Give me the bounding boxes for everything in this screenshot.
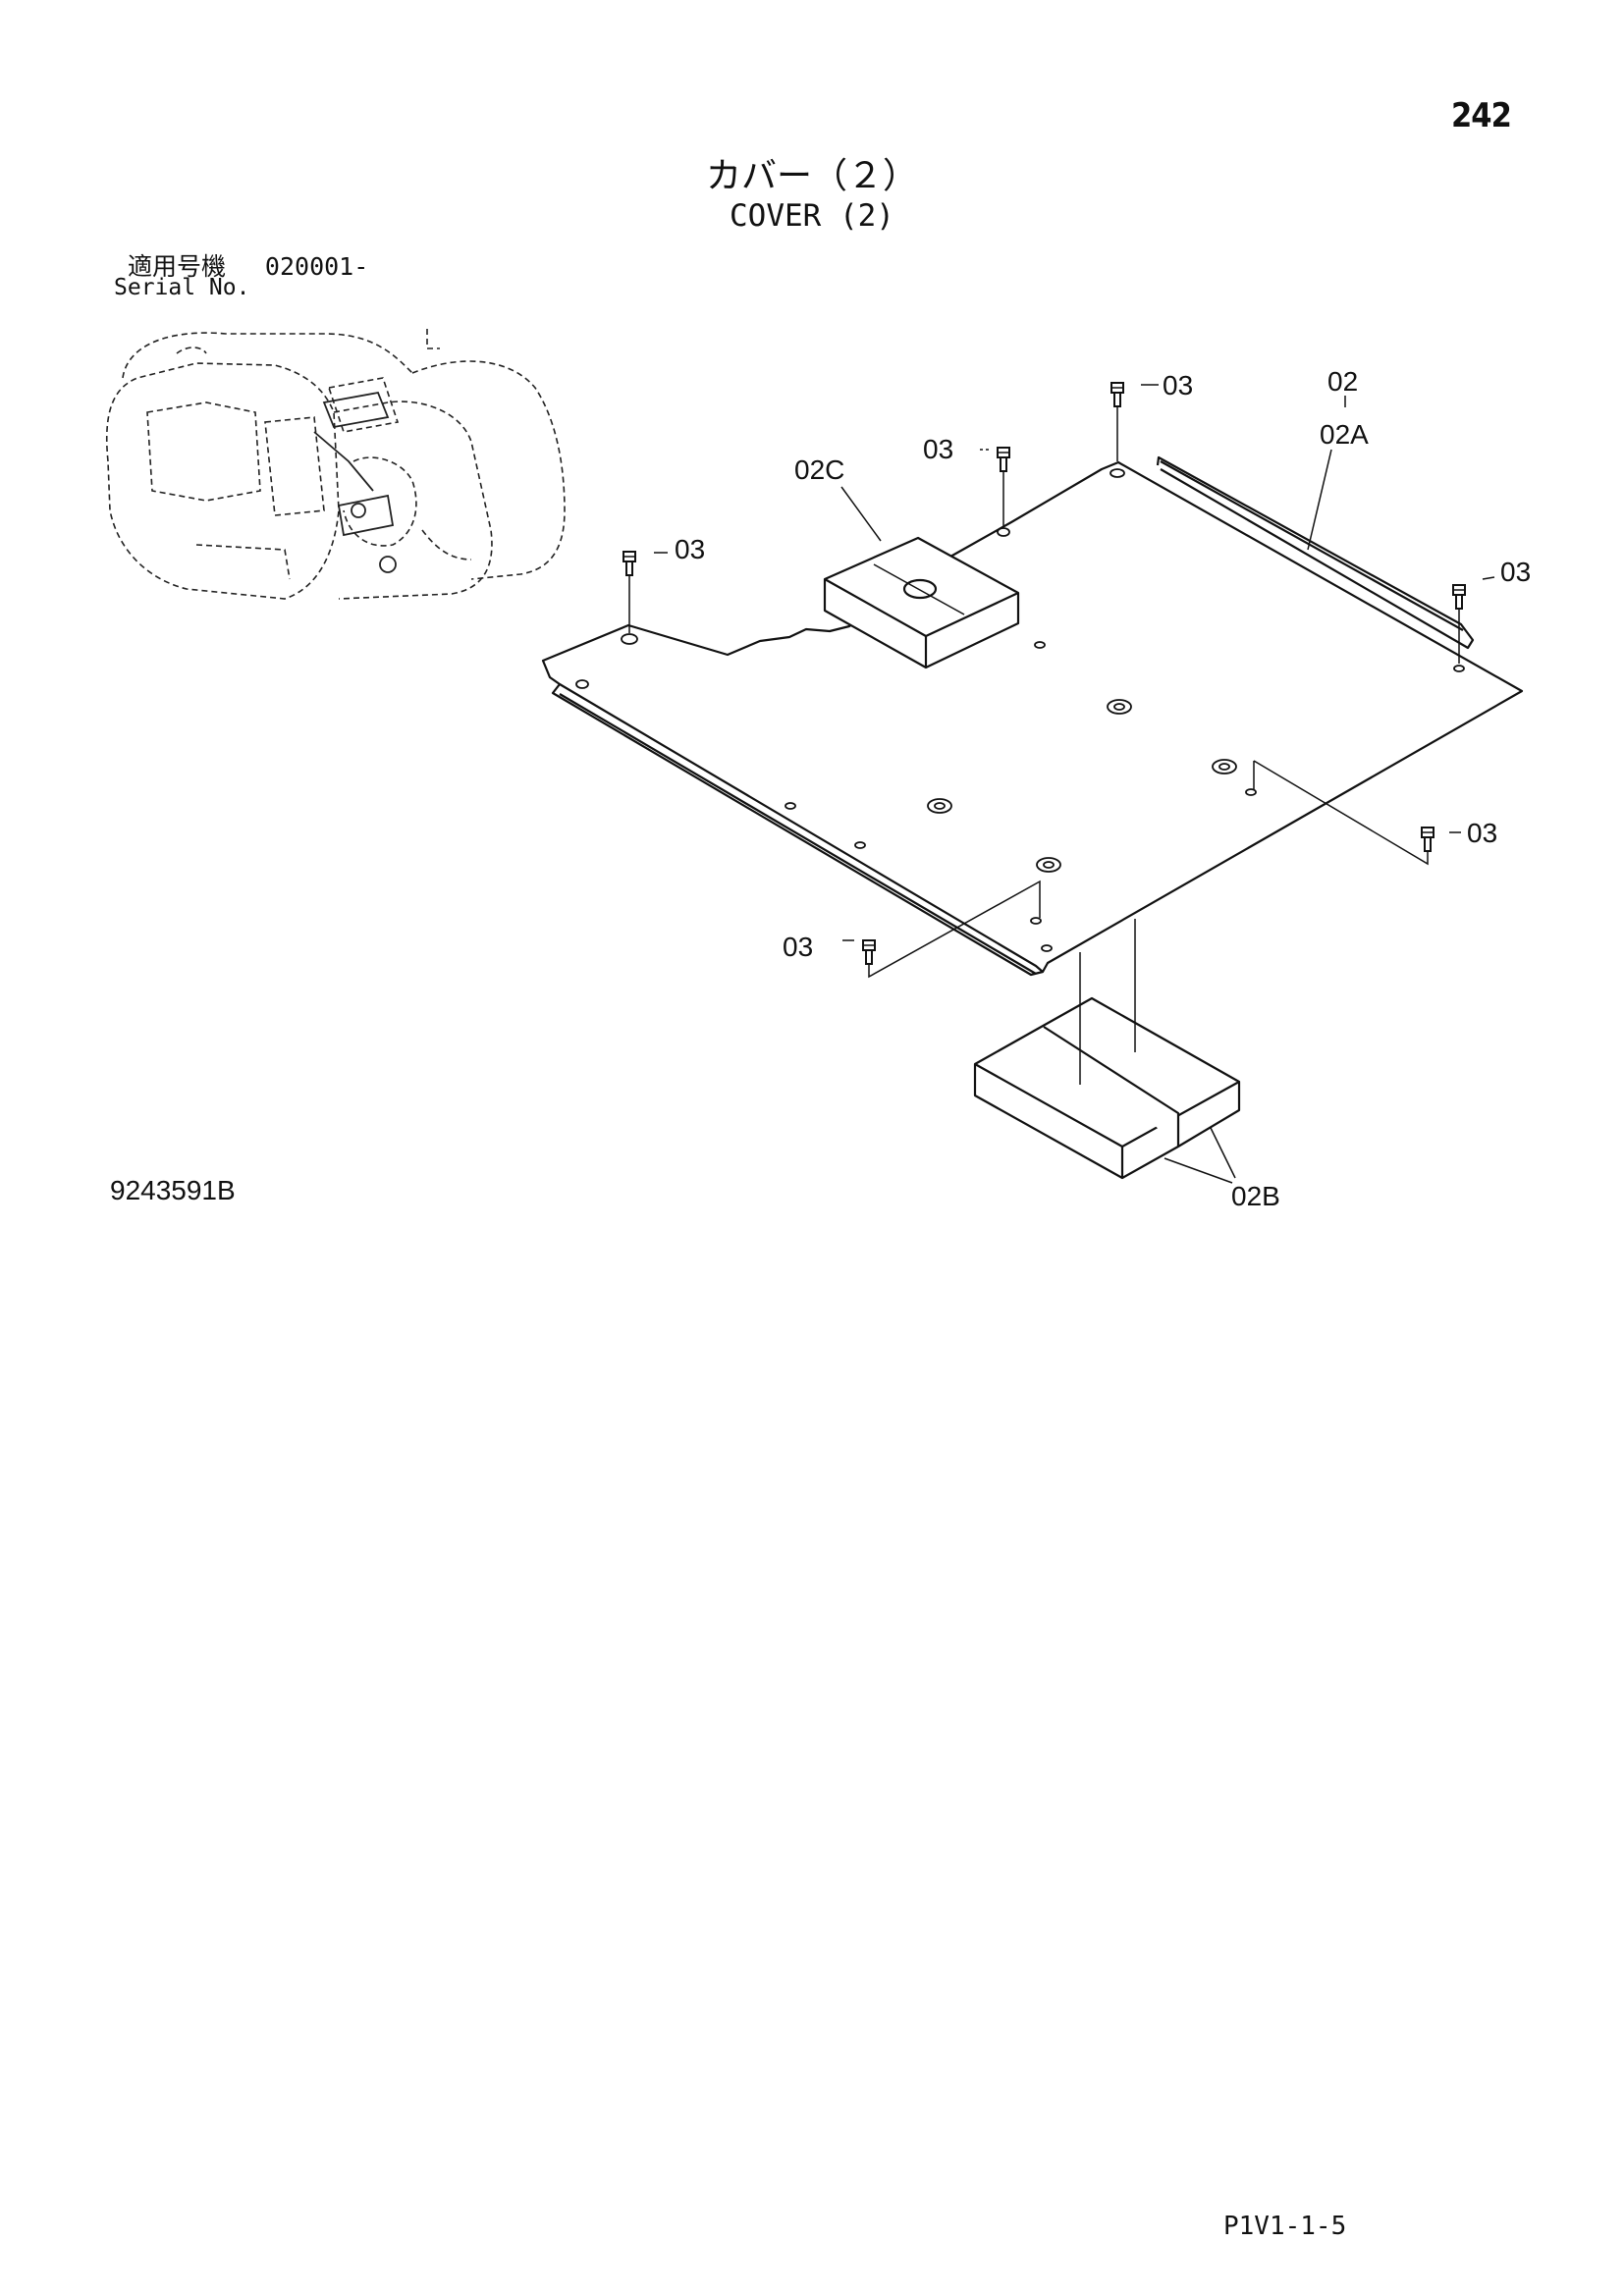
callout-bolt-bottom-left: 03 <box>783 932 813 962</box>
bolt-top-left <box>997 447 1010 472</box>
callout-bolt-right-lower: 03 <box>1467 818 1497 848</box>
serial-row: 適用号機 020001- <box>128 247 368 283</box>
callout-pad-top: 02C <box>794 454 844 485</box>
machine-locator-sketch <box>105 329 566 600</box>
title-english: COVER (2) <box>730 198 894 234</box>
bolt-left <box>623 551 636 576</box>
bolt-right-lower <box>1421 827 1435 852</box>
title-japanese: カバー（２） <box>705 156 918 196</box>
callout-rail: 02A <box>1320 419 1369 450</box>
callout-bolt-top-left: 03 <box>923 434 953 464</box>
callout-plate: 02 <box>1327 366 1358 397</box>
plate-holes <box>575 468 1465 952</box>
callout-bolt-right-upper: 03 <box>1500 557 1531 587</box>
machine-locator-detail <box>313 391 397 573</box>
bolt-top-center <box>1110 382 1124 407</box>
drawing-number: 9243591B <box>110 1175 236 1205</box>
serial-label-japanese: 適用号機 <box>128 252 227 281</box>
pad-02b <box>973 996 1241 1180</box>
callout-bolt-top-center: 03 <box>1163 370 1193 400</box>
serial-range: 020001- <box>264 252 369 281</box>
leader-lines <box>628 384 1495 1184</box>
page-number: 242 <box>1451 96 1512 135</box>
page-code: P1V1-1-5 <box>1223 2212 1347 2241</box>
bolt-right-upper <box>1452 584 1466 610</box>
bolt-bottom-left <box>862 939 876 965</box>
callout-pad-bottom: 02B <box>1231 1181 1280 1211</box>
pad-02c <box>823 536 1020 669</box>
serial-label-english: Serial No. <box>114 275 250 300</box>
callout-bolt-left: 03 <box>675 534 705 564</box>
